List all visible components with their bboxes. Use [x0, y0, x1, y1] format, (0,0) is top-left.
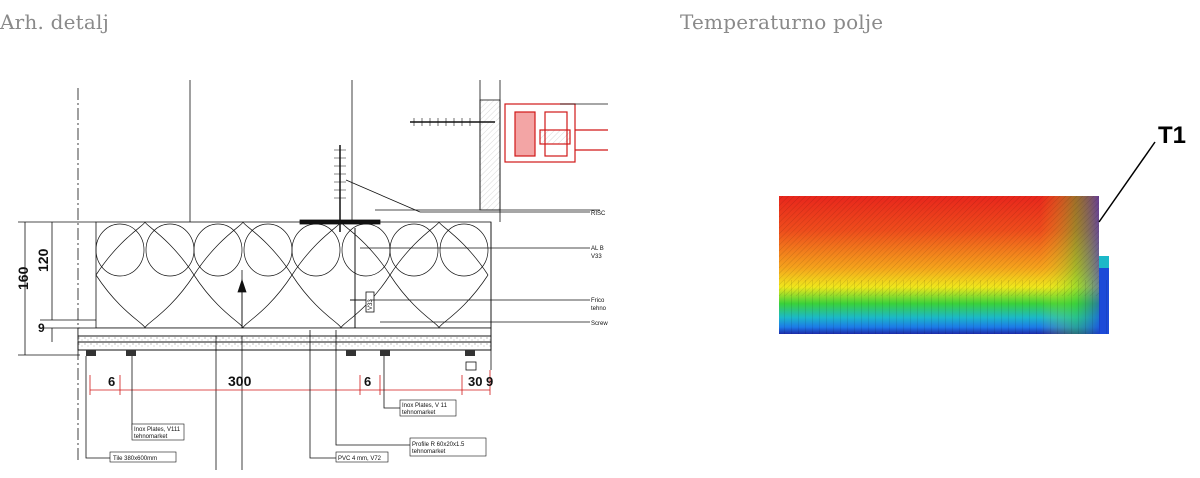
callout-al-2: V33	[591, 254, 602, 260]
temperature-field-heading: Temperaturno polje	[680, 10, 884, 34]
insulation-layer	[95, 221, 492, 329]
callout-tile: Tile 380x600mm	[109, 451, 177, 463]
dim-total-height: 160	[15, 266, 31, 290]
insulation-pattern	[95, 221, 489, 329]
callout-risc: RISC	[591, 211, 606, 217]
callout-pvc: PVC 4 mm, V72	[335, 451, 389, 463]
window-profile	[504, 103, 608, 163]
temperature-field	[779, 141, 1156, 334]
t1-marker-line	[1098, 141, 1156, 223]
svg-text:Profile R 60x20x1.5: Profile R 60x20x1.5	[412, 442, 465, 448]
svg-text:Inox Plates, V111: Inox Plates, V111	[134, 427, 181, 433]
dim-span: 300	[228, 373, 252, 389]
architectural-detail	[18, 80, 608, 470]
dim-insulation: 120	[35, 248, 51, 272]
callout-profile: Profile R 60x20x1.5 tehnomarket	[409, 437, 487, 457]
dim-gap-right: 6	[364, 374, 371, 389]
plates	[86, 350, 475, 356]
callout-vertical: V33	[368, 299, 374, 310]
t1-label: T1	[1158, 122, 1186, 149]
callout-inox-left: Inox Plates, V111 tehnomarket	[131, 423, 185, 441]
callout-al-1: AL B	[591, 246, 604, 252]
dim-edge-b: 9	[486, 374, 493, 389]
callout-frico-2: tehno	[591, 306, 607, 312]
svg-text:tehnomarket: tehnomarket	[402, 410, 436, 416]
architectural-detail-heading: Arh. detalj	[0, 10, 109, 34]
dim-layer: 9	[38, 321, 45, 335]
dim-edge-a: 30	[468, 374, 482, 389]
svg-text:PVC 4 mm, V72: PVC 4 mm, V72	[338, 456, 382, 462]
svg-text:tehnomarket: tehnomarket	[412, 449, 446, 455]
callout-frico-1: Frico	[591, 298, 605, 304]
svg-text:tehnomarket: tehnomarket	[134, 434, 168, 440]
callout-screw: Screw	[591, 321, 608, 327]
svg-text:Tile 380x600mm: Tile 380x600mm	[113, 456, 157, 462]
callout-inox-right: Inox Plates, V 11 tehnomarket	[399, 399, 457, 417]
dim-gap-left: 6	[108, 374, 115, 389]
svg-text:Inox Plates, V 11: Inox Plates, V 11	[402, 403, 448, 409]
